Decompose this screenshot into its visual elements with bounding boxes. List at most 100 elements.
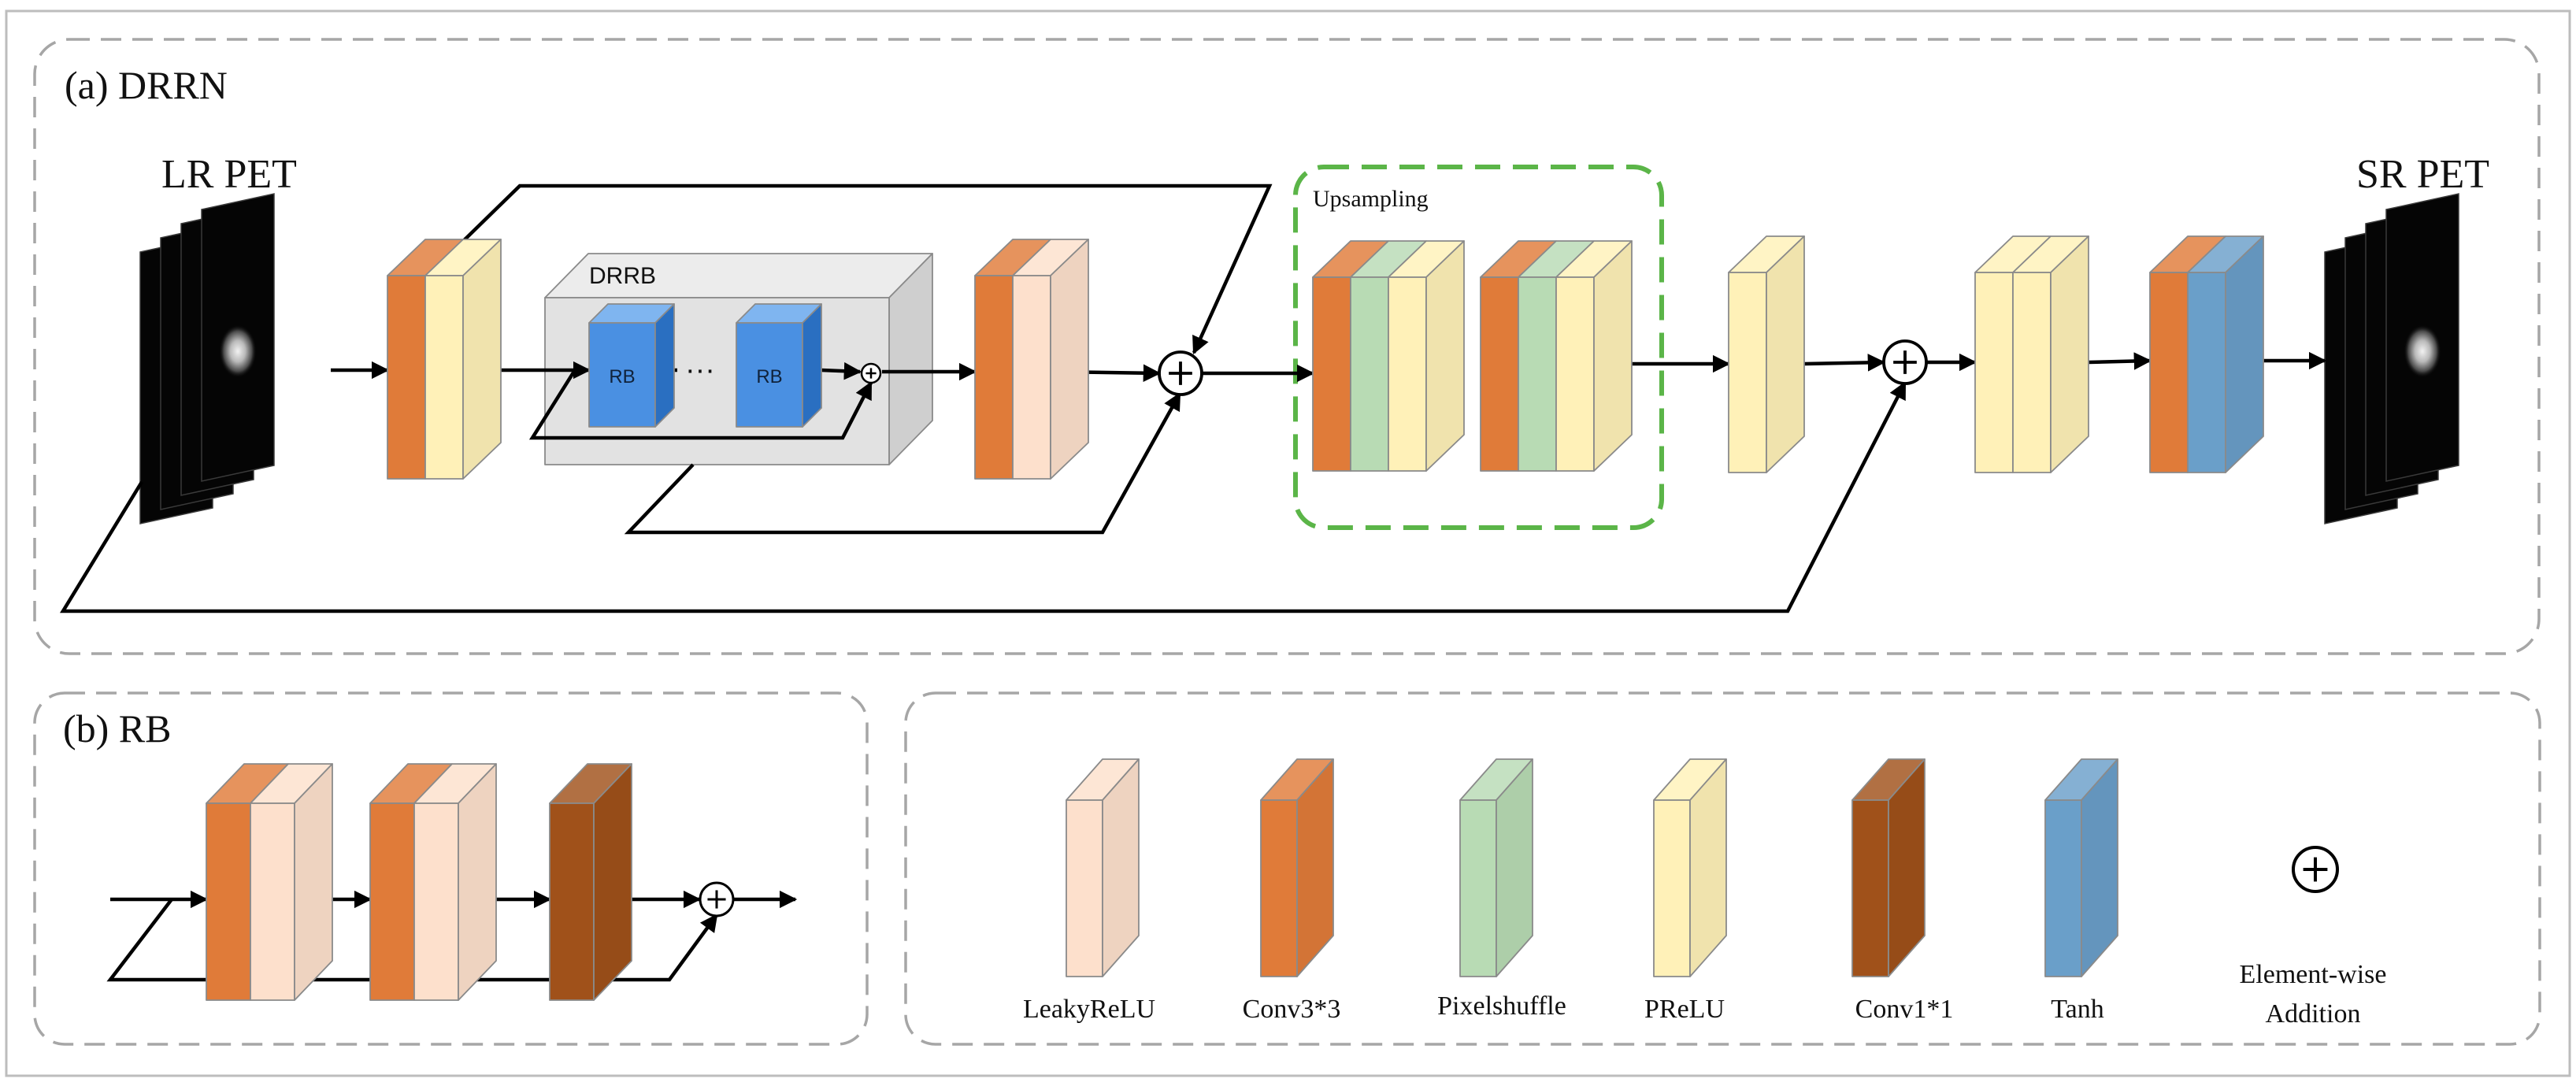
drrb-inner-add xyxy=(860,362,882,384)
drrb-label: DRRB xyxy=(589,263,656,289)
block-upsample-1-layer-1-front xyxy=(1350,276,1389,472)
rb-block-1-label: RB xyxy=(609,366,635,387)
rb-detail-conv-leaky-1 xyxy=(206,763,333,1001)
upsampling-region xyxy=(1293,165,1664,530)
rb-detail-conv-leaky-2-layer-0-front xyxy=(369,802,415,1001)
rb-detail-conv-leaky-1-layer-1-front xyxy=(250,802,295,1001)
rb-block-1-front xyxy=(588,322,656,428)
block-post-drrb-conv-side xyxy=(1050,239,1089,480)
block-prelu-pair-side xyxy=(2050,235,2089,473)
edge-rb-to-add xyxy=(821,361,862,380)
drrb-ellipsis: ··· xyxy=(685,354,715,387)
rb-detail-conv11-layer-0-front xyxy=(549,802,595,1001)
rb-detail-conv-leaky-1-side xyxy=(294,763,333,1001)
legend-label-leakyrelu: LeakyReLU xyxy=(1023,995,1155,1024)
upsampling-label: Upsampling xyxy=(1313,186,1429,212)
rb-block-1: RB xyxy=(588,303,675,428)
block-final-conv-tanh-layer-1-front xyxy=(2187,272,2226,473)
legend-panel-frame xyxy=(904,691,2541,1046)
legend-block-leakyrelu-layer-0-front xyxy=(1066,799,1103,977)
block-prelu xyxy=(1728,235,1805,473)
panel-a-title: (a) DRRN xyxy=(65,63,228,107)
legend-block-tanh xyxy=(2044,758,2118,977)
rb-block-2-side xyxy=(802,303,822,428)
block-upsample-2-layer-0-front xyxy=(1480,276,1519,472)
rb-detail-conv11 xyxy=(549,763,632,1001)
panel-b-frame xyxy=(33,691,869,1046)
block-upsample-2-side xyxy=(1593,240,1633,472)
block-upsample-1-side xyxy=(1425,240,1465,472)
block-prelu-layer-0-front xyxy=(1728,272,1767,473)
legend-block-prelu-layer-0-front xyxy=(1653,799,1691,977)
edge-prelu-pair-to-conv xyxy=(2088,352,2152,370)
block-prelu-pair-layer-0-front xyxy=(1974,272,2014,473)
block-first-conv-prelu-layer-0-front xyxy=(387,275,426,480)
layer-blocks: RB RB xyxy=(206,235,2264,1001)
block-upsample-2 xyxy=(1480,240,1633,472)
legend-block-conv11 xyxy=(1851,758,1926,977)
rb-block-2-label: RB xyxy=(756,366,782,387)
legend-block-conv11-side xyxy=(1888,758,1926,977)
legend-block-pixelshuffle-layer-0-front xyxy=(1459,799,1497,977)
rb-block-1-side xyxy=(654,303,675,428)
legend-block-prelu xyxy=(1653,758,1727,977)
sr-pet-image-stack xyxy=(2324,193,2459,524)
edge-skip-drrb-to-add1 xyxy=(624,392,1181,535)
add-node-1 xyxy=(1158,350,1203,396)
block-post-drrb-conv xyxy=(974,239,1089,480)
rb-detail-conv11-side xyxy=(593,763,632,1001)
sr-pet-lesion xyxy=(2404,324,2441,378)
legend-label-pixelshuffle: Pixelshuffle xyxy=(1437,991,1566,1021)
legend-block-conv33 xyxy=(1260,758,1334,977)
addition-nodes xyxy=(699,339,1928,917)
edge-skip-input-to-add2 xyxy=(59,380,1907,613)
legend-label-prelu: PReLU xyxy=(1644,995,1725,1024)
edge-drrb-inner-skip xyxy=(528,369,873,440)
rb-detail-conv-leaky-2 xyxy=(369,763,497,1001)
legend-label-conv11: Conv1*1 xyxy=(1855,995,1954,1024)
legend-block-pixelshuffle xyxy=(1459,758,1533,977)
legend-label-conv33: Conv3*3 xyxy=(1243,995,1341,1024)
panel-b-title: (b) RB xyxy=(63,706,172,751)
rb-add-node xyxy=(699,881,735,917)
block-upsample-1-layer-0-front xyxy=(1312,276,1351,472)
block-post-drrb-conv-layer-1-front xyxy=(1012,275,1051,480)
figure-frame xyxy=(5,9,2571,1077)
rb-detail-conv-leaky-2-layer-1-front xyxy=(413,802,459,1001)
rb-block-2: RB xyxy=(736,303,822,428)
rb-detail-conv-leaky-1-layer-0-front xyxy=(206,802,251,1001)
edge-skip-first-to-add1 xyxy=(454,183,1273,355)
legend-block-prelu-side xyxy=(1689,758,1727,977)
legend-block-leakyrelu xyxy=(1066,758,1140,977)
lr-pet-lesion xyxy=(219,324,257,378)
rb-block-2-front xyxy=(736,322,803,428)
block-first-conv-prelu xyxy=(387,239,502,480)
block-upsample-2-layer-2-front xyxy=(1555,276,1595,472)
block-upsample-1 xyxy=(1312,240,1465,472)
block-first-conv-prelu-layer-1-front xyxy=(424,275,464,480)
legend-block-conv33-layer-0-front xyxy=(1260,799,1298,977)
block-prelu-pair xyxy=(1974,235,2089,473)
panel-a-frame xyxy=(33,38,2541,655)
lr-pet-label: LR PET xyxy=(161,152,297,197)
legend: LeakyReLU Conv3*3 Pixelshuffle PReLU Con… xyxy=(1023,758,2387,1029)
block-upsample-1-layer-2-front xyxy=(1388,276,1427,472)
legend-block-pixelshuffle-side xyxy=(1496,758,1533,977)
legend-label-addition-line2: Addition xyxy=(2266,999,2361,1029)
legend-block-conv33-side xyxy=(1296,758,1334,977)
lr-pet-image-stack xyxy=(139,193,275,524)
block-upsample-2-layer-1-front xyxy=(1518,276,1557,472)
sr-pet-label: SR PET xyxy=(2356,152,2489,197)
edge-prelu-to-add2 xyxy=(1803,354,1886,372)
block-first-conv-prelu-side xyxy=(462,239,502,480)
legend-addition-node xyxy=(2292,846,2339,893)
block-prelu-pair-layer-1-front xyxy=(2012,272,2052,473)
legend-block-tanh-side xyxy=(2081,758,2118,977)
legend-label-addition-line1: Element-wise xyxy=(2240,960,2387,989)
rb-detail-conv-leaky-2-side xyxy=(458,763,497,1001)
legend-block-leakyrelu-side xyxy=(1102,758,1140,977)
legend-block-conv11-layer-0-front xyxy=(1851,799,1889,977)
legend-block-tanh-layer-0-front xyxy=(2044,799,2082,977)
add-node-2 xyxy=(1882,339,1928,385)
